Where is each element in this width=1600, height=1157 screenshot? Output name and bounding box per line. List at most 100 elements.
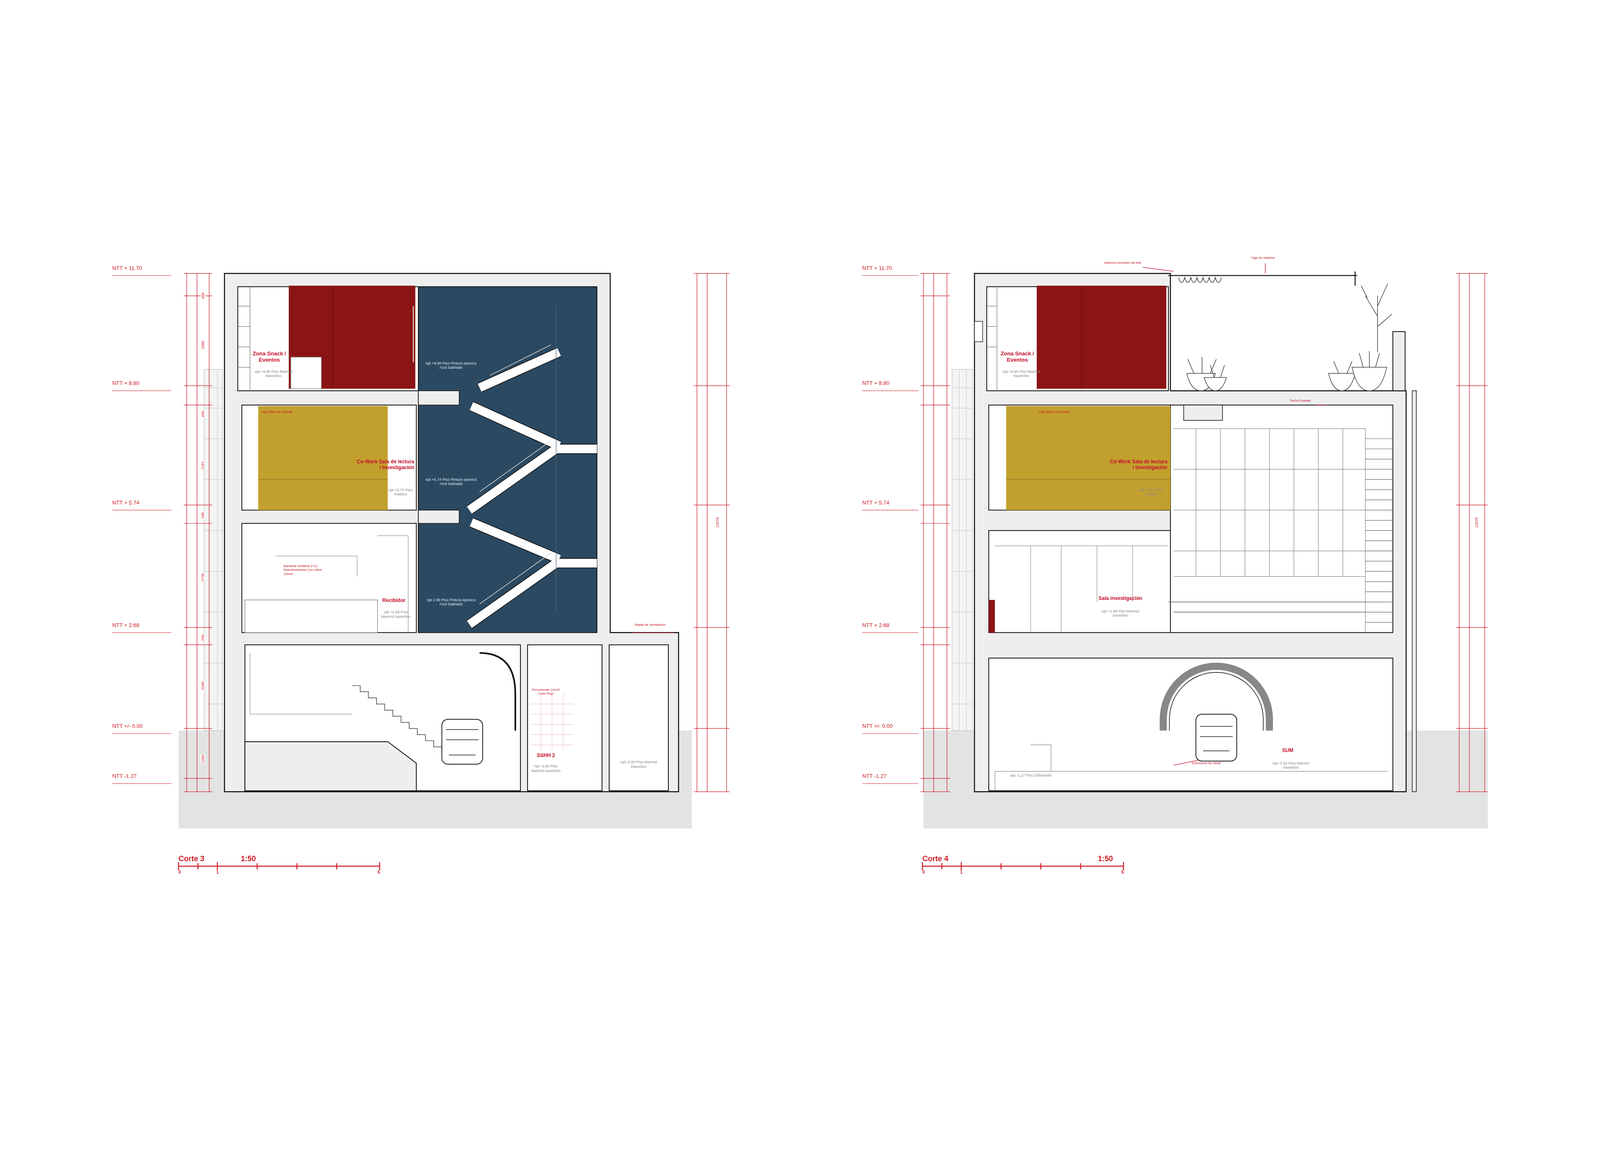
level-label: NTT +/- 0.00 bbox=[862, 723, 893, 729]
floor-note: npt +2.68 Piso Marmol travertino bbox=[377, 610, 415, 619]
room-area: npt +8.80 Piso Pintura epoxica Azul Sati… bbox=[418, 286, 598, 633]
corte-3-drawing-part bbox=[412, 306, 414, 363]
corte-3-drawing-part bbox=[418, 510, 460, 524]
corte-3-drawing-part bbox=[245, 741, 417, 791]
dimension-value: 12070 bbox=[1474, 516, 1479, 528]
corte-4-drawing-part bbox=[988, 600, 995, 633]
corte-3-drawing-part bbox=[418, 286, 598, 633]
corte-4-drawing-part bbox=[862, 275, 919, 784]
corte-3-drawing-part-part bbox=[479, 345, 551, 605]
annotation: Techo Drywall bbox=[1290, 399, 1311, 403]
corte-3-drawing-part bbox=[441, 719, 483, 765]
floor-note: npt -0.50 Piso Marmol travertino bbox=[612, 760, 665, 769]
corte-3-drawing-part-part bbox=[469, 352, 598, 625]
level-label: NTT + 11.70 bbox=[862, 265, 892, 271]
room-name: SSHH 2 bbox=[529, 752, 563, 759]
room-area: Sala investigación npt +2.68 Piso Marmol … bbox=[988, 530, 1171, 633]
corte-3-drawing-part bbox=[245, 600, 378, 633]
corte-3-drawing-part bbox=[178, 862, 380, 871]
corte-3-drawing-part bbox=[479, 652, 516, 731]
corte-3-drawing-part-part bbox=[469, 352, 598, 625]
corte-3-drawing-part bbox=[241, 405, 417, 510]
room-area: Baranda metálica 2"x1" Retroiluminada Co… bbox=[241, 523, 417, 633]
corte-3-drawing-part bbox=[288, 285, 416, 389]
annotation: Viga de madera bbox=[1250, 256, 1275, 260]
corte-4-drawing-part bbox=[995, 745, 1388, 791]
dimension-value: 2290 bbox=[200, 681, 206, 691]
dimension-value: 12070 bbox=[715, 516, 720, 528]
floor-note: Baranda metálica 2"x1" Retroiluminada Co… bbox=[283, 564, 327, 576]
level-label: NTT + 8.80 bbox=[112, 380, 140, 386]
dimension-value: 400 bbox=[200, 292, 206, 300]
corte-4-drawing-part bbox=[974, 321, 983, 342]
dimension-value: 2730 bbox=[200, 572, 206, 583]
level-label: NTT -1.27 bbox=[862, 773, 887, 779]
corte-4-drawing-part-part bbox=[1204, 377, 1227, 391]
level-label: NTT +/- 0.00 bbox=[112, 723, 143, 729]
floor-note: Viga falsa de Drywall bbox=[261, 410, 303, 414]
room-area: Zona Snack / Eventos npt +8.80 Piso Marmo… bbox=[237, 286, 419, 391]
corte-4-drawing-part-part bbox=[1187, 350, 1380, 378]
corte-4-drawing-part bbox=[952, 369, 973, 731]
room-name: Zona Snack / Eventos bbox=[245, 350, 295, 364]
corte-3-drawing-part bbox=[258, 406, 388, 511]
corte-3-drawing-part bbox=[258, 479, 388, 480]
corte-3-drawing-part bbox=[204, 369, 223, 731]
dimension-value: 1260 bbox=[200, 754, 206, 764]
corte-3-drawing-part bbox=[555, 306, 557, 613]
floor-note: Estructura de metal bbox=[1191, 761, 1233, 765]
corte-4-drawing-part bbox=[1142, 263, 1266, 274]
corte-3-drawing-part bbox=[469, 345, 598, 625]
corte-3-drawing-part bbox=[224, 273, 679, 792]
room-name: Co-Work Sala de lectura / Investigación bbox=[355, 459, 415, 471]
room-area: npt -0.50 Piso Marmol travertino bbox=[609, 645, 669, 791]
level-label: NTT + 2.68 bbox=[112, 622, 140, 628]
level-label: NTT + 11.70 bbox=[112, 265, 142, 271]
room-area: Viga falsa de DrywallCo-Work Sala de lec… bbox=[988, 405, 1171, 510]
corte-4-drawing-part bbox=[1168, 271, 1358, 286]
floor-note: npt +8.80 Piso Marmol travertino bbox=[252, 369, 294, 379]
corte-4-drawing-part bbox=[1365, 438, 1393, 623]
room-name: SUM bbox=[1270, 747, 1305, 754]
corte-4-drawing-part bbox=[1170, 405, 1393, 633]
room-name: Co-Work Sala de lectura / Investigación bbox=[1108, 459, 1168, 471]
room-area: Viga falsa de DrywallCo-Work Sala de lec… bbox=[241, 405, 417, 510]
corte-4-drawing-part bbox=[1200, 726, 1233, 752]
corte-3-drawing-part bbox=[112, 275, 172, 784]
room-name: Zona Snack / Eventos bbox=[992, 350, 1043, 364]
corte-3-drawing-part bbox=[245, 645, 521, 791]
corte-4-drawing-part bbox=[952, 369, 973, 731]
room-name: Sala investigación bbox=[1087, 595, 1154, 602]
level-label: 1:50 bbox=[1097, 855, 1113, 863]
corte-3-drawing-part bbox=[237, 286, 250, 391]
dimension-value: 290 bbox=[200, 634, 206, 642]
corte-4-drawing-part bbox=[1006, 479, 1171, 480]
corte-3-drawing-part bbox=[250, 652, 353, 715]
floor-note: npt +5.74 Piso madera bbox=[385, 487, 416, 497]
floor-note: npt +5.74 Piso madera bbox=[1134, 487, 1168, 497]
corte-4-drawing-part bbox=[988, 658, 1393, 791]
floor-note: npt +8.80 Piso Marmol travertino bbox=[1000, 369, 1042, 379]
corte-4-drawing-part-part bbox=[1361, 283, 1392, 353]
corte-4-drawing-part bbox=[1392, 331, 1405, 391]
corte-3-drawing-part bbox=[527, 645, 603, 791]
corte-3-drawing-part bbox=[186, 273, 727, 792]
room-area: npt -1.27 Piso SillimaniteEstructura de … bbox=[988, 658, 1393, 791]
corte-4-drawing-part bbox=[988, 530, 1171, 633]
annotation: 1 bbox=[960, 870, 963, 875]
dimension-value: 330 bbox=[200, 511, 206, 519]
annotation: sistema corredizo de tela bbox=[1104, 261, 1142, 265]
corte-4-drawing-part bbox=[922, 862, 1124, 871]
corte-4-drawing-part bbox=[995, 545, 1169, 633]
corte-4-drawing-part bbox=[1036, 285, 1167, 389]
room-name: Recibidor bbox=[373, 597, 415, 604]
level-label: NTT + 2.68 bbox=[862, 622, 890, 628]
corte-3-drawing-part bbox=[290, 357, 322, 389]
dimension-value: 2000 bbox=[200, 340, 206, 350]
corte-4-drawing-part bbox=[988, 405, 1171, 510]
corte-3-drawing-part bbox=[445, 729, 479, 755]
floor-note: npt +2.68 Piso Marmol travertino bbox=[1095, 609, 1146, 618]
floor-note: npt -0.50 Piso Marmol travertino bbox=[1270, 761, 1312, 770]
level-label: 1:50 bbox=[240, 855, 256, 863]
